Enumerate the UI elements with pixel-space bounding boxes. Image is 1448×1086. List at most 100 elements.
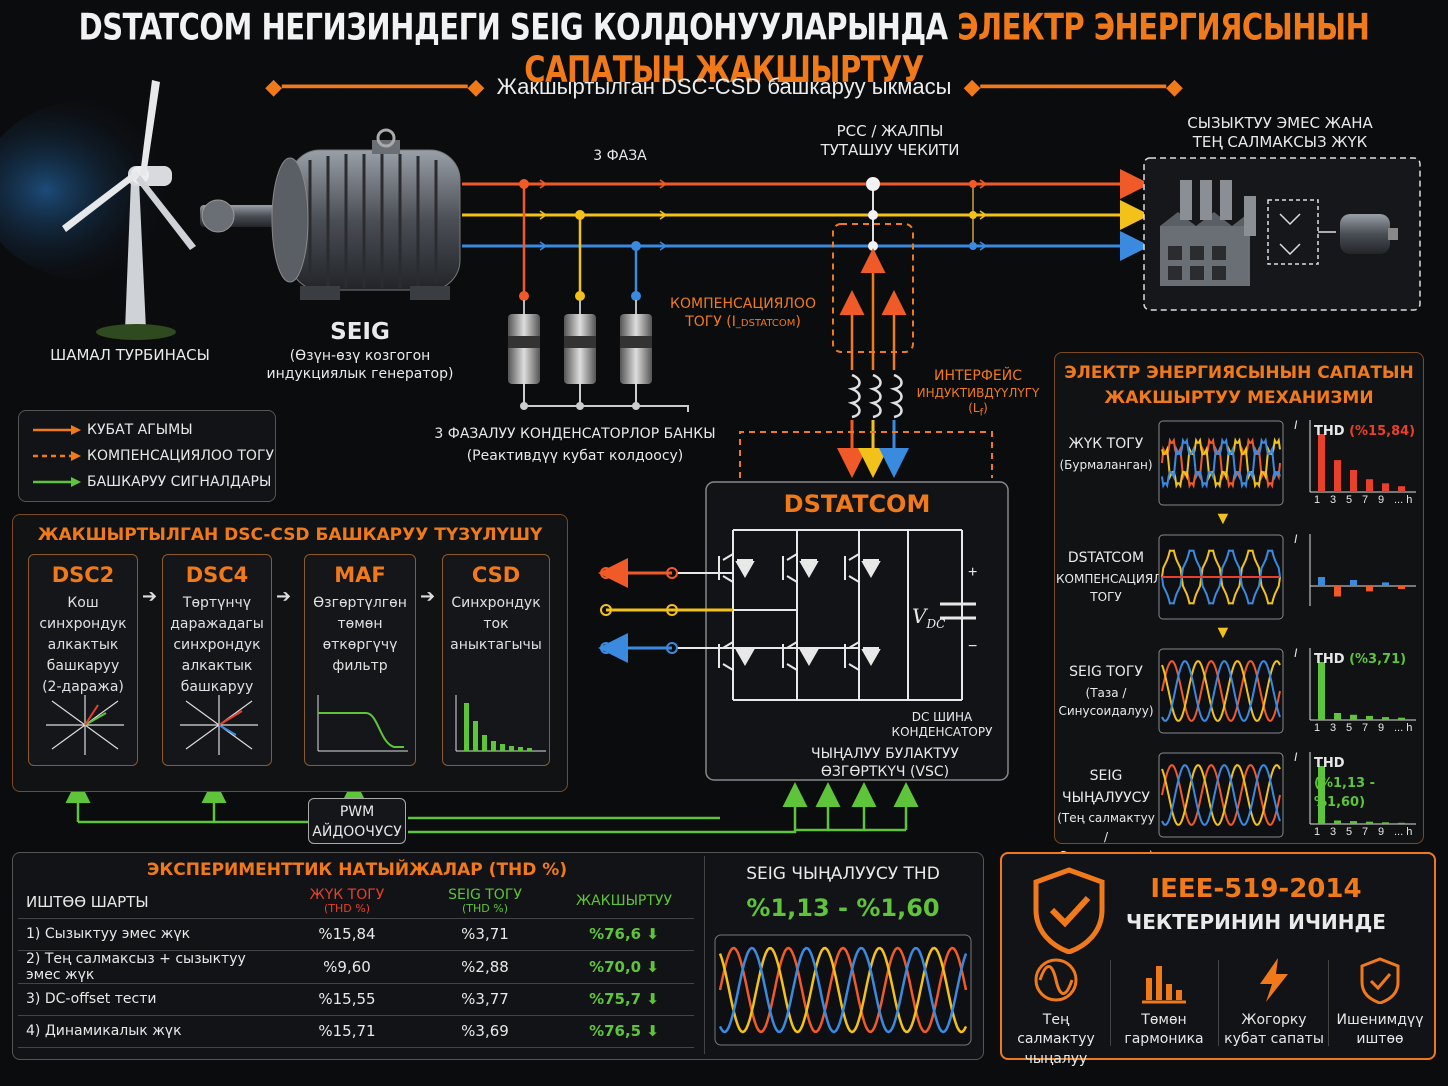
interface-inductor-icon xyxy=(847,373,903,419)
mechanism-waveform xyxy=(1158,420,1284,506)
col-condition: ИШТӨӨ ШАРТЫ xyxy=(18,886,278,919)
mechanism-thd: THD (%3,71) xyxy=(1314,652,1407,667)
mechanism-waveform xyxy=(1158,752,1284,838)
control-signal-lines xyxy=(65,778,919,834)
standard-name: IEEE-519-2014 xyxy=(1150,874,1362,904)
legend-arrow-icon xyxy=(33,451,81,461)
table-row: 4) Динамикалык жүк%15,71%3,69%76,5 ⬇ xyxy=(18,1015,694,1048)
interface-inductance-label: ИНТЕРФЕЙС ИНДУКТИВДҮҮЛҮГҮ (Lf) xyxy=(916,368,1040,418)
flow-arrow-icon: ➔ xyxy=(420,586,436,606)
shield-check-icon xyxy=(1360,957,1400,1005)
control-block-plot xyxy=(455,695,546,752)
legend-item: БАШКАРУУ СИГНАЛДАРЫ xyxy=(19,469,275,495)
control-block-plot xyxy=(317,695,408,752)
mechanism-thd: THD(%1,13 - %1,60) xyxy=(1314,756,1375,810)
results-table: ИШТӨӨ ШАРТЫ ЖҮК ТОГУ(THD %) SEIG ТОГУ(TH… xyxy=(18,886,694,1048)
axis-i-label: I xyxy=(1294,532,1298,546)
col-improve: ЖАКШЫРТУУ xyxy=(554,886,694,919)
rectifier-icon xyxy=(1267,199,1336,265)
dc-plus: + xyxy=(968,564,978,581)
three-phase-label: 3 ФАЗА xyxy=(593,148,647,164)
load-label: СЫЗЫКТУУ ЭМЕС ЖАНА ТЕҢ САЛМАКСЫЗ ЖҮК xyxy=(1187,114,1373,151)
standard-within: ЧЕКТЕРИНИН ИЧИНДЕ xyxy=(1126,910,1386,934)
capacitor-bank-label: 3 ФАЗАЛУУ КОНДЕНСАТОРЛОР БАНКЫ (Реактивд… xyxy=(434,426,716,464)
dstatcom-dashed-link xyxy=(739,431,993,478)
coupling xyxy=(201,199,235,233)
dc-bus-label: DC ШИНА КОНДЕНСАТОРУ xyxy=(891,710,993,739)
table-row: 3) DC-offset тести%15,55%3,77%75,7 ⬇ xyxy=(18,983,694,1016)
wind-turbine-icon xyxy=(62,80,196,340)
vsc-ac-terminals xyxy=(598,558,859,663)
pcc-label: PCC / ЖАЛПЫ ТУТАШУУ ЧЕКИТИ xyxy=(820,122,960,159)
compensation-current-arrows xyxy=(839,248,907,370)
legend-arrow-icon xyxy=(33,425,81,435)
table-row: 1) Сызыктуу эмес жүк%15,84%3,71%76,6 ⬇ xyxy=(18,918,694,951)
flow-arrow-icon: ➔ xyxy=(276,586,292,606)
results-divider xyxy=(704,856,705,1054)
legend-item: КОМПЕНСАЦИЯЛОО ТОГУ xyxy=(19,443,275,469)
seig-label: SEIG xyxy=(330,319,390,345)
harmonic-spectrum xyxy=(1309,752,1416,825)
power-diagram xyxy=(0,80,1421,834)
harmonic-spectrum xyxy=(1309,420,1416,493)
axis-i-label: I xyxy=(1294,750,1298,764)
legend-item: КУБАТ АГЫМЫ xyxy=(19,417,275,443)
vsc-bridge xyxy=(732,529,976,701)
down-arrow-icon: ▼ xyxy=(1214,622,1232,642)
control-block-plot xyxy=(46,695,124,755)
pwm-driver-block: PWM АЙДООЧУСУ xyxy=(308,798,406,844)
axis-i-label: I xyxy=(1294,646,1298,660)
motor-load-icon xyxy=(1340,214,1398,254)
control-structure-title: ЖАКШЫРТЫЛГАН DSC-CSD БАШКАРУУ ТҮЗҮЛҮШҮ xyxy=(37,525,543,545)
harmonic-spectrum xyxy=(1309,648,1416,721)
page-title: DSTATCOM НЕГИЗИНДЕГИ SEIG КОЛДОНУУЛАРЫНД… xyxy=(78,5,1370,91)
control-block-plot xyxy=(180,695,258,755)
capacitor-bank-icon xyxy=(508,300,689,412)
shield-check-large-icon xyxy=(1033,867,1105,954)
dc-minus: − xyxy=(968,638,978,655)
voltage-thd-value: %1,13 - %1,60 xyxy=(746,894,940,922)
harmonic-spectrum xyxy=(1309,534,1416,606)
compensation-current-label: КОМПЕНСАЦИЯЛОО ТОГУ (I_DSTATCOM) xyxy=(670,296,816,330)
mechanism-title: ЭЛЕКТР ЭНЕРГИЯСЫНЫН САПАТЫН ЖАКШЫРТУУ МЕ… xyxy=(1064,363,1414,408)
sine-wave-icon xyxy=(1034,958,1078,1002)
voltage-thd-title: SEIG ЧЫҢАЛУУСУ THD xyxy=(746,864,940,884)
mechanism-row-label: SEIG ТОГУ(Таза / Синусоидалуу) xyxy=(1058,664,1154,719)
col-seig: SEIG ТОГУ(THD %) xyxy=(416,886,554,919)
seig-description: (Өзүн-өзү козгогон индукциялык генератор… xyxy=(266,348,454,382)
dstatcom-title: DSTATCOM xyxy=(783,490,931,518)
down-arrow-icon: ▼ xyxy=(1214,508,1232,528)
wind-turbine-label: ШАМАЛ ТУРБИНАСЫ xyxy=(50,346,210,364)
mechanism-waveform xyxy=(1158,648,1284,734)
pcc-point xyxy=(832,177,977,353)
seig-generator-icon xyxy=(271,128,461,300)
dstatcom-box xyxy=(705,481,1009,781)
mechanism-row-label: SEIG ЧЫҢАЛУУСУ(Тең салмактуу /Синусоидал… xyxy=(1057,768,1155,863)
vdc-label: VDC xyxy=(912,604,946,631)
mechanism-thd: THD (%15,84) xyxy=(1314,424,1416,439)
table-header-row: ИШТӨӨ ШАРТЫ ЖҮК ТОГУ(THD %) SEIG ТОГУ(TH… xyxy=(18,886,694,919)
mechanism-row-label: ЖҮК ТОГУ(Бурмаланган) xyxy=(1059,436,1153,472)
separator xyxy=(1328,960,1329,1046)
results-title: ЭКСПЕРИМЕНТТИК НАТЫЙЖАЛАР (THD %) xyxy=(146,860,568,880)
results-table-wrap: ИШТӨӨ ШАРТЫ ЖҮК ТОГУ(THD %) SEIG ТОГУ(TH… xyxy=(18,886,694,1048)
legend-arrow-icon xyxy=(33,477,81,487)
separator xyxy=(1218,960,1219,1046)
voltage-waveform xyxy=(714,934,972,1046)
separator xyxy=(1110,960,1111,1046)
lightning-icon xyxy=(1260,958,1288,1002)
col-load: ЖҮК ТОГУ(THD %) xyxy=(278,886,416,919)
table-row: 2) Тең салмаксыз + сызыктуу эмес жүк%9,6… xyxy=(18,950,694,984)
axis-i-label: I xyxy=(1294,418,1298,432)
factory-icon xyxy=(1160,180,1256,286)
